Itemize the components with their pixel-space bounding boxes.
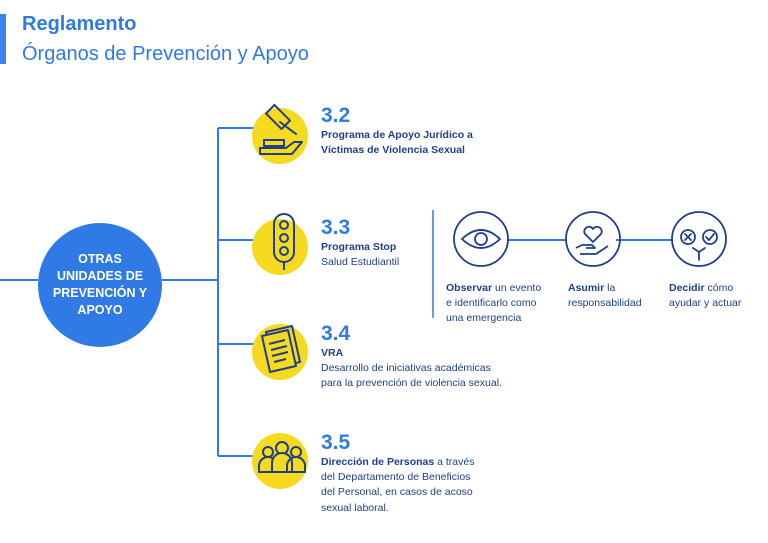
hub-circle: OTRAS UNIDADES DE PREVENCIÓN Y APOYO xyxy=(38,223,162,347)
step-asumir-rest: la xyxy=(604,282,616,294)
people-icon xyxy=(258,441,306,473)
item-33-number: 3.3 xyxy=(321,216,351,239)
item-34-text: VRA Desarrollo de iniciativas académicas… xyxy=(321,346,502,392)
item-34-desc-line1: Desarrollo de iniciativas académicas xyxy=(321,362,491,375)
step-asumir-bold: Asumir xyxy=(568,282,605,294)
accent-bar xyxy=(0,14,6,64)
step-decidir-rest: cómo xyxy=(704,282,734,294)
item-35-number: 3.5 xyxy=(321,431,351,454)
item-32-title: Programa de Apoyo Jurídico a Víctimas de… xyxy=(321,128,473,158)
traffic-light-icon xyxy=(273,213,295,270)
step-asumir-line2: responsabilidad xyxy=(568,297,642,310)
item-33-title: Programa Stop xyxy=(321,241,397,253)
item-35-desc-line3: del Personal, en casos de acoso xyxy=(321,486,473,499)
eye-icon xyxy=(453,211,509,267)
item-33-text: Programa Stop Salud Estudiantil xyxy=(321,240,399,270)
step-observar: Observar un evento e identificarlo como … xyxy=(446,281,541,327)
item-32-title-line1: Programa de Apoyo Jurídico a xyxy=(321,129,473,141)
item-32-number: 3.2 xyxy=(321,104,351,127)
decision-icon xyxy=(671,211,727,267)
step-decidir-line2: ayudar y actuar xyxy=(669,297,742,310)
item-34-title: VRA xyxy=(321,347,344,359)
page-subtitle: Órganos de Prevención y Apoyo xyxy=(22,43,309,65)
step-observar-line3: una emergencia xyxy=(446,312,522,325)
gavel-hand-icon xyxy=(259,103,303,155)
item-33-badge xyxy=(252,219,308,275)
item-35-desc-line1: a través xyxy=(434,456,475,468)
step-observar-line2: e identificarlo como xyxy=(446,297,537,310)
item-35-text: Dirección de Personas a través del Depar… xyxy=(321,455,475,516)
item-34-number: 3.4 xyxy=(321,322,351,345)
item-34-desc-line2: para la prevención de violencia sexual. xyxy=(321,377,502,390)
item-35-desc-line4: sexual laboral. xyxy=(321,501,389,514)
item-35-desc-line2: del Departamento de Beneficios xyxy=(321,471,471,484)
page-title: Reglamento xyxy=(22,13,137,35)
step-decidir: Decidir cómo ayudar y actuar xyxy=(669,281,741,311)
heart-hand-icon xyxy=(565,211,621,267)
step-observar-bold: Observar xyxy=(446,282,493,294)
item-33-desc: Salud Estudiantil xyxy=(321,256,400,269)
item-32-title-line2: Víctimas de Violencia Sexual xyxy=(321,144,465,157)
item-35-title: Dirección de Personas xyxy=(321,456,435,468)
step-decidir-bold: Decidir xyxy=(669,282,705,294)
step-asumir: Asumir la responsabilidad xyxy=(568,281,642,311)
document-icon xyxy=(261,325,301,373)
hub-label: OTRAS UNIDADES DE PREVENCIÓN Y APOYO xyxy=(52,252,148,317)
step-observar-rest: un evento xyxy=(492,282,542,294)
